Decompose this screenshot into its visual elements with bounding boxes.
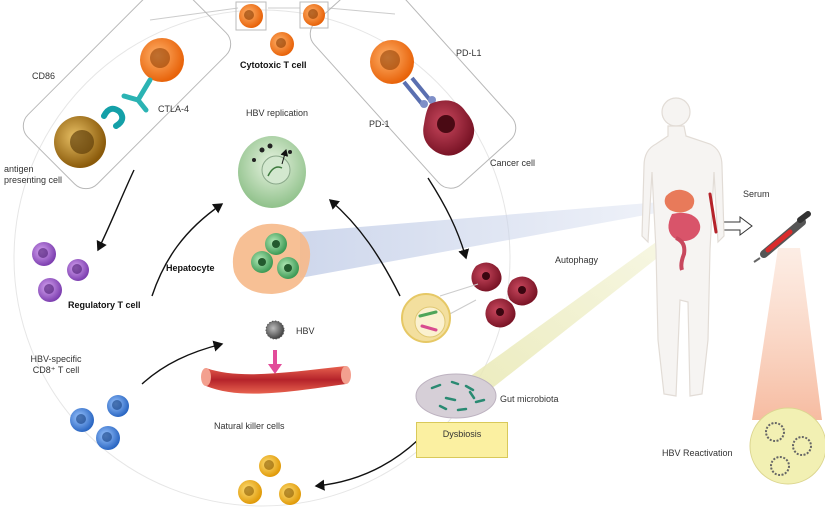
label-hbv-reactivation: HBV Reactivation bbox=[662, 448, 733, 458]
label-apc-line1: antigen bbox=[4, 164, 34, 174]
label-autophagy: Autophagy bbox=[555, 255, 599, 265]
label-hepatocyte: Hepatocyte bbox=[166, 263, 215, 273]
label-cd86: CD86 bbox=[32, 71, 56, 81]
label-regulatory-t-cell: Regulatory T cell bbox=[68, 300, 141, 310]
dysbiosis-box: Dysbiosis bbox=[416, 422, 508, 458]
natural-killer-cells-group bbox=[238, 455, 301, 505]
cd86-ligand bbox=[101, 105, 126, 129]
label-hbv-specific-line2: CD8⁺ T cell bbox=[32, 365, 80, 375]
hepatocyte-cluster bbox=[232, 223, 311, 294]
label-cancer-cell: Cancer cell bbox=[490, 158, 536, 168]
blood-vessel bbox=[201, 366, 351, 394]
label-hbv-replication: HBV replication bbox=[246, 108, 309, 118]
cytotoxic-t-cells bbox=[235, 1, 329, 56]
label-cytotoxic-t-cell: Cytotoxic T cell bbox=[240, 60, 307, 70]
serum-projection-beam bbox=[752, 248, 822, 420]
antigen-presenting-cell bbox=[54, 116, 106, 168]
top-connector-lines bbox=[149, 7, 396, 21]
autophagy-cancer-cells bbox=[439, 262, 538, 328]
label-ctla4: CTLA-4 bbox=[158, 104, 190, 114]
arrow-autophagy-to-replication bbox=[328, 199, 401, 297]
regulatory-t-cells bbox=[32, 242, 89, 302]
label-pd-l1: PD-L1 bbox=[456, 48, 482, 58]
liver-projection-beam bbox=[300, 202, 662, 278]
label-apc-line2: presenting cell bbox=[4, 175, 63, 185]
arrow-dysbiosis-to-nk bbox=[314, 439, 419, 491]
arrow-pd1-to-autophagy bbox=[427, 177, 470, 260]
gut-microbiota-sample bbox=[415, 373, 497, 419]
cytotoxic-t-cell-right bbox=[370, 40, 414, 84]
hbv-reactivation-zoom bbox=[749, 407, 825, 485]
infected-hepatocyte bbox=[238, 136, 306, 208]
cancer-cell bbox=[423, 100, 475, 156]
serum-tube bbox=[753, 211, 811, 263]
label-pd-1: PD-1 bbox=[369, 119, 390, 129]
hbv-specific-cd8-t-cells bbox=[70, 395, 129, 450]
hbv-virion bbox=[265, 320, 285, 340]
ctla4-interaction-panel bbox=[22, 0, 232, 190]
label-dysbiosis: Dysbiosis bbox=[442, 429, 482, 439]
autophagosome bbox=[401, 293, 451, 343]
arrow-regulatory-to-replication bbox=[151, 203, 224, 297]
label-natural-killer-cells: Natural killer cells bbox=[214, 421, 285, 431]
pd1-pdl1-receptors bbox=[402, 76, 436, 108]
cytotoxic-t-cell-left bbox=[140, 38, 184, 82]
label-serum: Serum bbox=[743, 189, 770, 199]
gut-projection-beam bbox=[440, 232, 680, 412]
pd1-interaction-panel bbox=[309, 0, 517, 189]
label-hbv: HBV bbox=[296, 326, 315, 336]
label-hbv-specific-line1: HBV-specific bbox=[30, 354, 82, 364]
digestive-organs bbox=[664, 189, 718, 271]
central-cycle-circle bbox=[13, 9, 511, 507]
arrow-apc-to-regulatory bbox=[96, 169, 135, 252]
arrow-hbv-down bbox=[268, 350, 282, 374]
arrow-cd8-to-hbv bbox=[141, 340, 224, 385]
ctla4-receptor bbox=[121, 77, 153, 113]
label-gut-microbiota: Gut microbiota bbox=[500, 394, 559, 404]
